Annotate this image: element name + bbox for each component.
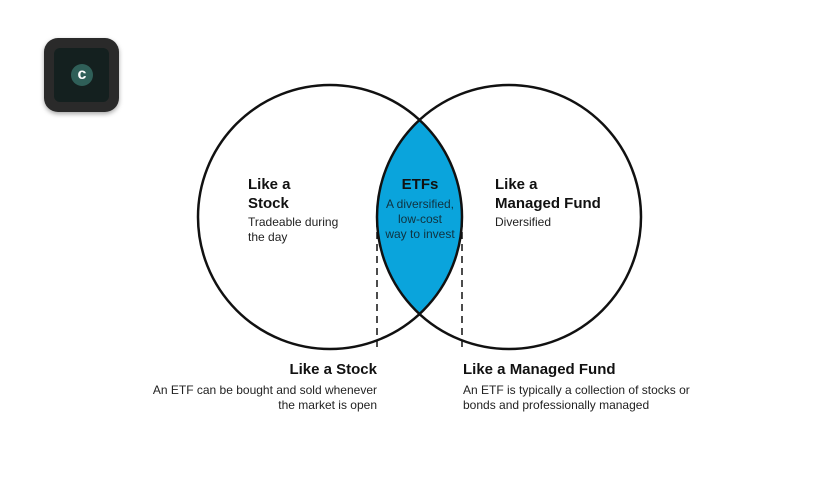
right-circle-title: Like a Managed Fund [495, 175, 601, 213]
left-callout-desc: An ETF can be bought and sold whenever t… [153, 383, 377, 413]
left-title-line1: Like a [248, 176, 291, 193]
app-icon[interactable]: c [44, 38, 119, 112]
left-desc-line2: the day [248, 230, 288, 244]
right-title-line1: Like a [495, 176, 538, 193]
right-callout-line1: An ETF is typically a collection of stoc… [463, 383, 690, 397]
right-circle [375, 83, 643, 351]
right-circle-desc: Diversified [495, 215, 552, 229]
center-desc: A diversified, low-cost way to invest [375, 197, 465, 242]
left-callout-title: Like a Stock [289, 361, 377, 378]
left-circle-desc: Tradeable during the day [248, 215, 338, 245]
center-desc-line1: A diversified, [385, 197, 455, 211]
app-icon-inner: c [54, 48, 109, 102]
left-callout-line1: An ETF can be bought and sold whenever [152, 383, 377, 397]
right-callout-line2: bonds and professionally managed [463, 398, 650, 412]
left-circle [196, 83, 464, 351]
c-logo-icon: c [71, 64, 93, 86]
left-title-line2: Stock [248, 195, 289, 212]
left-circle-title: Like a Stock [248, 175, 291, 213]
center-title: ETFs [401, 176, 439, 193]
right-title-line2: Managed Fund [495, 195, 601, 212]
right-callout-desc: An ETF is typically a collection of stoc… [463, 383, 690, 413]
left-callout-line2: the market is open [278, 398, 377, 412]
left-desc-line1: Tradeable during [248, 215, 339, 229]
center-desc-line2: low-cost [397, 212, 442, 226]
center-desc-line3: way to invest [385, 227, 455, 241]
right-callout-title: Like a Managed Fund [463, 361, 616, 378]
